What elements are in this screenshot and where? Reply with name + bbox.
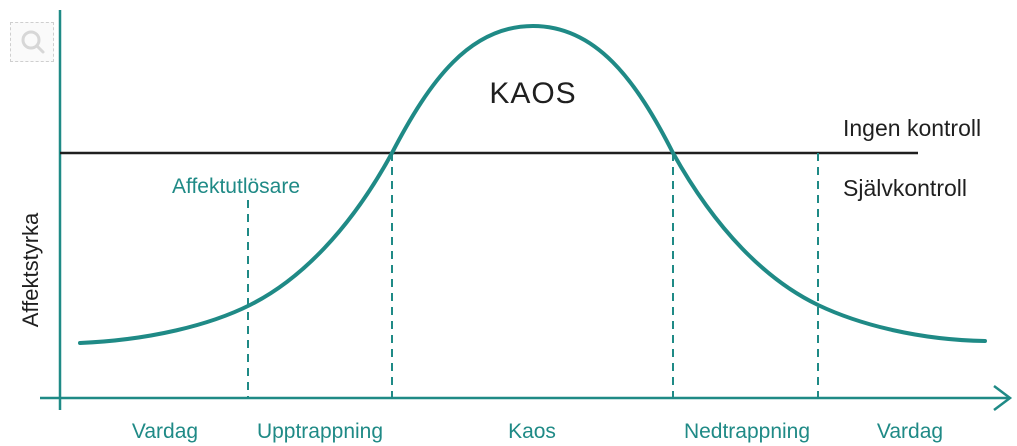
kaos-title: KAOS	[489, 77, 576, 110]
phase-vardag-end: Vardag	[877, 420, 943, 443]
sjalvkontroll-label: Självkontroll	[843, 175, 967, 201]
zoom-button[interactable]	[10, 22, 54, 62]
affektutlosare-label: Affektutlösare	[172, 175, 300, 198]
zoom-icon	[21, 30, 45, 54]
ingen-kontroll-label: Ingen kontroll	[843, 115, 981, 141]
affect-curve	[78, 23, 987, 345]
phase-kaos: Kaos	[508, 420, 556, 443]
phase-upptrappning: Upptrappning	[257, 420, 383, 443]
phase-vardag-start: Vardag	[132, 420, 198, 443]
y-axis-label: Affektstyrka	[18, 212, 43, 327]
phase-nedtrappning: Nedtrappning	[684, 420, 810, 443]
x-axis-arrow	[993, 385, 1013, 411]
